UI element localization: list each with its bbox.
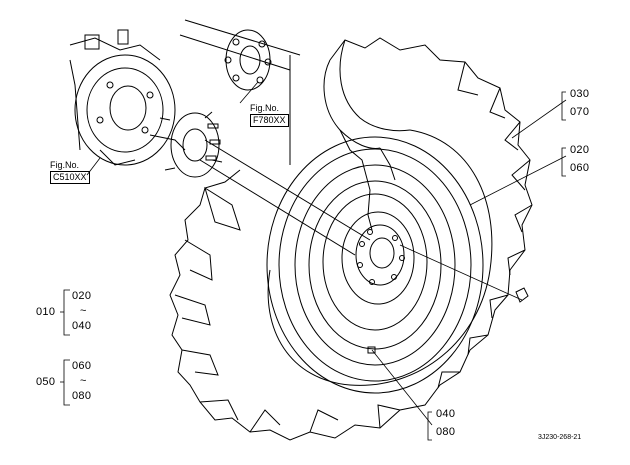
- callout-080: 080: [436, 426, 456, 438]
- callout-030: 030: [570, 88, 590, 100]
- group-050-to: 080: [72, 390, 92, 402]
- final-drive-housing: [69, 29, 186, 166]
- fig-ref-c510-title: Fig.No.: [50, 160, 80, 170]
- callout-020: 020: [570, 144, 590, 156]
- group-050-tilde: ~: [80, 375, 87, 387]
- rim-marker: [367, 346, 376, 354]
- callout-040: 040: [436, 408, 456, 420]
- group-050-from: 060: [72, 360, 92, 372]
- hub-upper: [224, 29, 272, 91]
- fig-ref-c510-code: C510XX: [50, 171, 90, 184]
- leader-lines: [86, 81, 567, 426]
- fig-ref-f780-title: Fig.No.: [250, 103, 280, 113]
- callout-070: 070: [570, 106, 590, 118]
- fig-ref-f780: Fig.No. F780XX: [250, 103, 289, 127]
- group-010-tilde: ~: [80, 305, 87, 317]
- group-050-label: 050: [36, 376, 56, 388]
- fig-ref-f780-code: F780XX: [250, 114, 289, 127]
- group-brackets: [60, 91, 566, 441]
- tire: [169, 37, 533, 441]
- group-010-label: 010: [36, 306, 56, 318]
- group-010-to: 040: [72, 320, 92, 332]
- callout-060: 060: [570, 162, 590, 174]
- fig-ref-c510: Fig.No. C510XX: [50, 160, 90, 184]
- wheel-rim: [266, 136, 484, 394]
- drawing-code: 3J230-268-21: [538, 434, 582, 441]
- group-010-from: 020: [72, 290, 92, 302]
- hub-flange: [159, 111, 223, 178]
- axle-shaft: [179, 19, 371, 256]
